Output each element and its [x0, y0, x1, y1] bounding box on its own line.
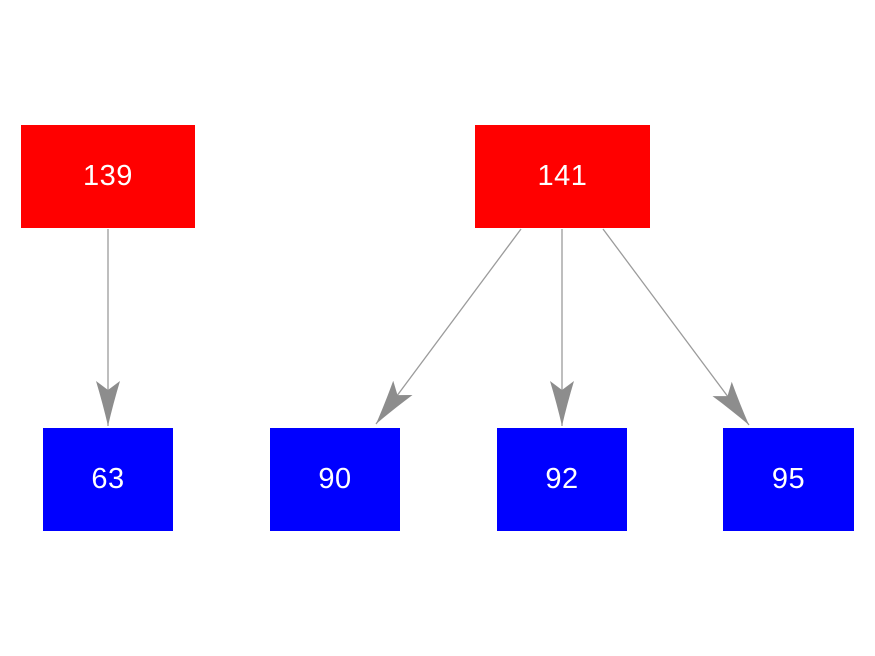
node-95: 95 — [723, 428, 854, 531]
node-139: 139 — [21, 125, 195, 228]
node-label-141: 141 — [537, 160, 588, 192]
node-label-90: 90 — [318, 463, 352, 495]
node-label-63: 63 — [91, 463, 125, 495]
node-141: 141 — [475, 125, 650, 228]
edge-141-90 — [375, 228, 522, 425]
node-92: 92 — [497, 428, 627, 531]
node-label-139: 139 — [83, 160, 133, 192]
node-label-95: 95 — [771, 463, 806, 495]
node-63: 63 — [43, 428, 173, 531]
edge-141-95 — [602, 228, 750, 426]
node-label-92: 92 — [545, 463, 579, 495]
edge-group — [96, 228, 750, 426]
node-90: 90 — [270, 428, 400, 531]
